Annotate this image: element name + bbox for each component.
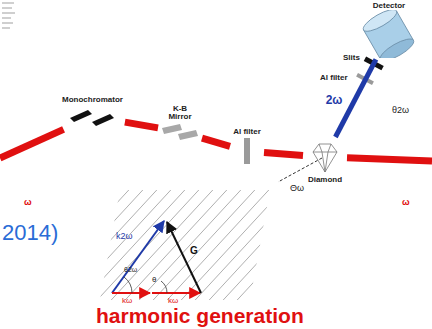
xray-beam <box>125 122 158 128</box>
vector-label: kω <box>168 297 178 305</box>
part-label: K-B Mirror <box>163 105 197 122</box>
subtitle-text: harmonic generation <box>96 305 304 326</box>
vector-label: kω <box>122 297 132 305</box>
diamond-crystal-shape <box>305 138 345 176</box>
wavevector-k2w <box>112 221 164 293</box>
xray-beam <box>347 158 432 161</box>
angle-label: Θω <box>290 184 304 193</box>
angle-label: θ <box>152 276 156 284</box>
filter-label: Al filter <box>320 74 348 82</box>
xray-beam <box>202 138 230 146</box>
vector-label: k2ω <box>116 232 133 241</box>
xray-beam <box>264 153 303 156</box>
citation-year: 2014) <box>2 222 58 244</box>
monochromator: Monochromator <box>60 95 125 129</box>
kb-mirror-shape <box>160 122 200 142</box>
slits-label: Slits <box>343 54 360 62</box>
xray-beam <box>0 129 64 158</box>
monochromator-shape <box>64 104 120 128</box>
part-label: Monochromator <box>62 96 123 104</box>
wavevector-kw2 <box>152 292 200 294</box>
frequency-label: ω <box>402 198 410 207</box>
angle-label: θ2ω <box>124 266 137 273</box>
part-label: Diamond <box>308 176 342 184</box>
frequency-label: ω <box>24 198 32 207</box>
angle-label: θ2ω <box>392 106 409 115</box>
kb-mirror: K-B Mirror <box>158 104 202 143</box>
beam-label: 2ω <box>326 94 343 106</box>
angle-arc <box>161 281 167 293</box>
part-label: Detector <box>373 2 405 10</box>
al-filter-shape <box>232 136 262 166</box>
al-filter: Al filter <box>230 127 264 167</box>
angle-arc <box>124 277 132 293</box>
diamond-crystal: Diamond <box>303 137 347 185</box>
detector: Detector <box>352 1 426 59</box>
wavevector-kw <box>112 292 150 294</box>
part-label: Al filter <box>233 128 261 136</box>
tiny-text-lines <box>2 3 15 28</box>
lattice-planes <box>0 180 362 310</box>
vector-label: G <box>190 246 198 256</box>
vector-g <box>167 222 201 293</box>
detector-shape <box>354 10 424 58</box>
